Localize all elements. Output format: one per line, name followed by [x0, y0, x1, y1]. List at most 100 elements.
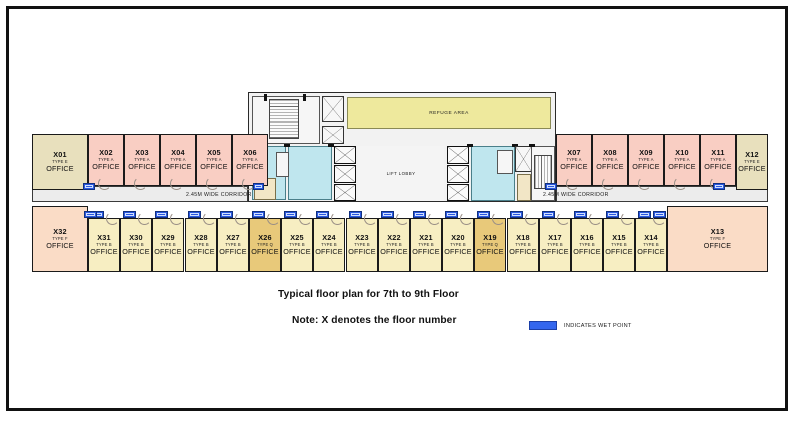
- unit-type: TYPE B: [450, 242, 466, 248]
- door-swing: [106, 212, 119, 225]
- right-duct-shaft: [515, 146, 532, 172]
- unit-code: X17: [548, 233, 562, 243]
- unit-use: OFFICE: [200, 161, 228, 171]
- door-swing: [638, 177, 651, 190]
- unit-use: OFFICE: [703, 240, 732, 250]
- unit-type: TYPE A: [674, 157, 690, 163]
- door-swing: [674, 177, 687, 190]
- unit-code: X09: [639, 148, 653, 158]
- unit-use: OFFICE: [236, 161, 264, 171]
- wet-point-marker: [606, 211, 619, 218]
- door-swing: [331, 212, 344, 225]
- unit-use: OFFICE: [560, 161, 588, 171]
- door-swing: [621, 212, 634, 225]
- door-swing: [170, 212, 183, 225]
- lift-lobby: LIFT LOBBY: [358, 146, 444, 201]
- unit-type: TYPE B: [160, 242, 176, 248]
- unit-use: OFFICE: [668, 161, 696, 171]
- wet-point-marker: [381, 211, 394, 218]
- lift-shaft: [447, 184, 469, 201]
- legend: INDICATES WET POINT: [529, 321, 632, 330]
- unit-code: X26: [258, 233, 272, 243]
- unit-use: OFFICE: [738, 163, 766, 173]
- wet-point-marker: [545, 183, 557, 190]
- unit-type: TYPE F: [52, 236, 68, 242]
- unit-type: TYPE A: [170, 157, 186, 163]
- core-wall: [328, 144, 334, 147]
- plan-note: Note: X denotes the floor number: [292, 315, 457, 326]
- unit-type: TYPE B: [289, 242, 305, 248]
- refuge-area: REFUGE AREA: [347, 97, 551, 129]
- unit-code: X02: [99, 148, 113, 158]
- unit-type: TYPE B: [321, 242, 337, 248]
- door-swing: [242, 177, 255, 190]
- wet-point-marker: [123, 211, 136, 218]
- unit-type: TYPE A: [566, 157, 582, 163]
- unit-code: X11: [711, 148, 725, 158]
- unit-code: X27: [226, 233, 240, 243]
- right-ante-room: [517, 174, 531, 201]
- left-toilet-block: [288, 146, 332, 200]
- wet-point-legend-label: INDICATES WET POINT: [564, 322, 632, 329]
- wet-point-marker: [316, 211, 329, 218]
- unit-code: X14: [644, 233, 658, 243]
- unit-code: X01: [53, 150, 67, 160]
- door-swing: [566, 177, 579, 190]
- left-duct-shaft-lower: [322, 126, 344, 144]
- unit-use: OFFICE: [315, 246, 343, 256]
- unit-type: TYPE A: [98, 157, 114, 163]
- left-duct-shaft: [322, 96, 344, 122]
- corridor-right: [556, 186, 768, 202]
- unit-type: TYPE B: [96, 242, 112, 248]
- corridor-right-label: 2.45M WIDE CORRIDOR: [543, 192, 609, 198]
- unit-code: X08: [603, 148, 617, 158]
- wet-point-marker: [188, 211, 201, 218]
- unit-code: X04: [171, 148, 185, 158]
- unit-code: X22: [387, 233, 401, 243]
- unit-code: X15: [612, 233, 626, 243]
- unit-use: OFFICE: [541, 246, 569, 256]
- unit-type: TYPE B: [418, 242, 434, 248]
- unit-use: OFFICE: [251, 246, 279, 256]
- door-swing: [203, 212, 216, 225]
- wet-point-swatch: [529, 321, 557, 330]
- door-swing: [235, 212, 248, 225]
- door-swing: [602, 177, 615, 190]
- unit-type: TYPE A: [638, 157, 654, 163]
- plan-title: Typical floor plan for 7th to 9th Floor: [278, 289, 459, 300]
- door-swing: [653, 212, 666, 225]
- door-swing: [525, 212, 538, 225]
- unit-code: X13: [710, 227, 725, 237]
- unit-code: X30: [129, 233, 143, 243]
- door-swing: [492, 212, 505, 225]
- unit-code: X16: [580, 233, 594, 243]
- wet-point-marker: [477, 211, 490, 218]
- unit-code: X24: [322, 233, 336, 243]
- unit-type: TYPE B: [225, 242, 241, 248]
- unit-use: OFFICE: [128, 161, 156, 171]
